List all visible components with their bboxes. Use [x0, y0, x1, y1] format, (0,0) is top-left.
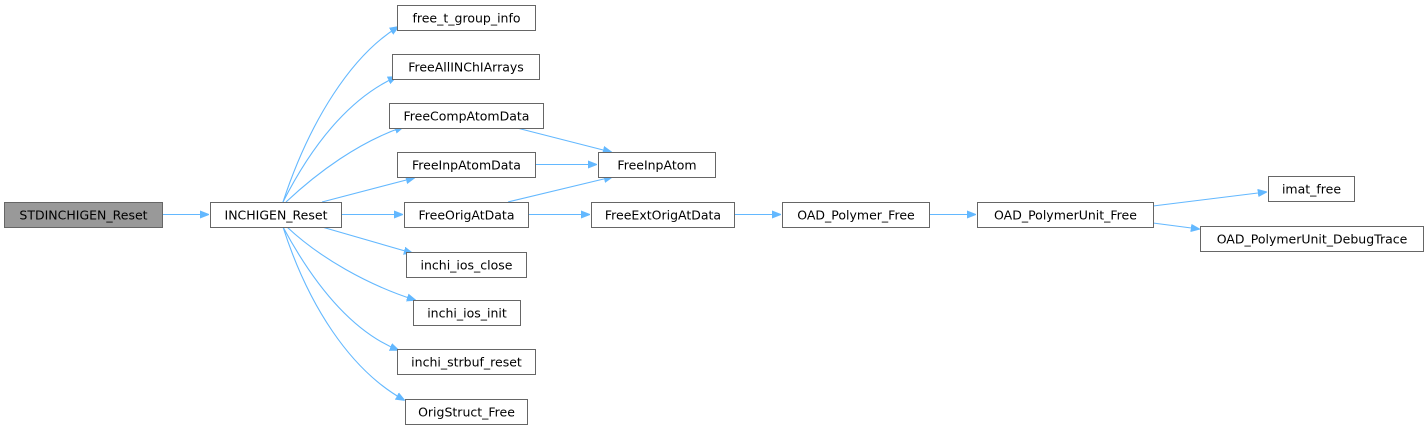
- node-inchi-ios-close[interactable]: inchi_ios_close: [406, 252, 527, 278]
- node-label: inchi_ios_close: [421, 258, 513, 273]
- edge-inchigen-to-origstruct: [282, 226, 404, 400]
- node-box: [392, 54, 540, 80]
- node-box: [389, 103, 544, 129]
- edge-inchigen-to-freecomp: [285, 127, 403, 203]
- edge-inchigen-to-strbuf: [282, 226, 398, 350]
- node-inchi-ios-init[interactable]: inchi_ios_init: [413, 300, 521, 326]
- edge-freeorig-to-freeinpatom: [507, 177, 612, 203]
- node-box: [404, 202, 529, 228]
- edge-freecomp-to-freeinpatom: [516, 127, 611, 152]
- node-freeextorigatdata[interactable]: FreeExtOrigAtData: [591, 202, 735, 228]
- node-freeinpatom[interactable]: FreeInpAtom: [598, 152, 716, 178]
- node-label: imat_free: [1282, 182, 1341, 197]
- edge-inchigen-to-free_t_group: [282, 27, 398, 203]
- node-stdinchigen-reset[interactable]: STDINCHIGEN_Reset: [4, 202, 163, 228]
- node-freeallinchiarrays[interactable]: FreeAllINChIArrays: [392, 54, 540, 80]
- node-label: STDINCHIGEN_Reset: [19, 208, 147, 223]
- node-label: OrigStruct_Free: [418, 405, 515, 420]
- node-box: [1200, 226, 1424, 252]
- node-label: FreeInpAtom: [617, 158, 696, 173]
- node-label: OAD_PolymerUnit_Free: [994, 208, 1137, 223]
- node-box: [210, 202, 342, 228]
- node-label: INCHIGEN_Reset: [225, 208, 328, 223]
- node-box: [591, 202, 735, 228]
- node-box: [406, 252, 527, 278]
- node-label: OAD_Polymer_Free: [797, 208, 915, 223]
- node-oad-polymerunit-debugtrace[interactable]: OAD_PolymerUnit_DebugTrace: [1200, 226, 1424, 252]
- edge-oadunitfree-to-imat: [1152, 192, 1266, 207]
- node-oad-polymerunit-free[interactable]: OAD_PolymerUnit_Free: [977, 202, 1154, 228]
- node-box: [413, 300, 521, 326]
- node-free-t-group-info[interactable]: free_t_group_info: [397, 5, 536, 31]
- edge-oadunitfree-to-debugtrace: [1152, 222, 1199, 229]
- node-freecompatomdata[interactable]: FreeCompAtomData: [389, 103, 544, 129]
- edge-inchigen-to-ios_init: [286, 226, 415, 300]
- node-label: inchi_ios_init: [427, 306, 507, 321]
- node-label: FreeExtOrigAtData: [605, 208, 721, 223]
- node-origstruct-free[interactable]: OrigStruct_Free: [405, 399, 528, 425]
- node-imat-free[interactable]: imat_free: [1268, 176, 1355, 202]
- node-label: FreeAllINChIArrays: [408, 60, 524, 75]
- node-box: [1268, 176, 1355, 202]
- nodes-layer: STDINCHIGEN_Reset INCHIGEN_Reset free_t_gr…: [4, 5, 1424, 425]
- node-label: FreeCompAtomData: [404, 109, 530, 124]
- node-box: [977, 202, 1154, 228]
- node-box: [397, 152, 536, 178]
- node-inchi-strbuf-reset[interactable]: inchi_strbuf_reset: [397, 349, 536, 375]
- node-freeorigatdata[interactable]: FreeOrigAtData: [404, 202, 529, 228]
- node-oad-polymer-free[interactable]: OAD_Polymer_Free: [782, 202, 930, 228]
- node-label: FreeOrigAtData: [419, 208, 515, 223]
- node-box: [782, 202, 930, 228]
- node-box: [4, 202, 163, 228]
- node-label: inchi_strbuf_reset: [411, 355, 522, 370]
- edge-inchigen-to-freeinpatomdata: [321, 178, 414, 203]
- node-box: [397, 5, 536, 31]
- edges-layer: [162, 27, 1266, 400]
- node-box: [405, 399, 528, 425]
- node-box: [397, 349, 536, 375]
- edge-inchigen-to-ios_close: [321, 226, 412, 253]
- node-freeinpatomdata[interactable]: FreeInpAtomData: [397, 152, 536, 178]
- node-inchigen-reset[interactable]: INCHIGEN_Reset: [210, 202, 342, 228]
- node-label: FreeInpAtomData: [412, 158, 521, 173]
- node-label: OAD_PolymerUnit_DebugTrace: [1217, 232, 1408, 247]
- node-label: free_t_group_info: [412, 11, 520, 26]
- node-box: [598, 152, 716, 178]
- edge-inchigen-to-freeall: [282, 77, 396, 203]
